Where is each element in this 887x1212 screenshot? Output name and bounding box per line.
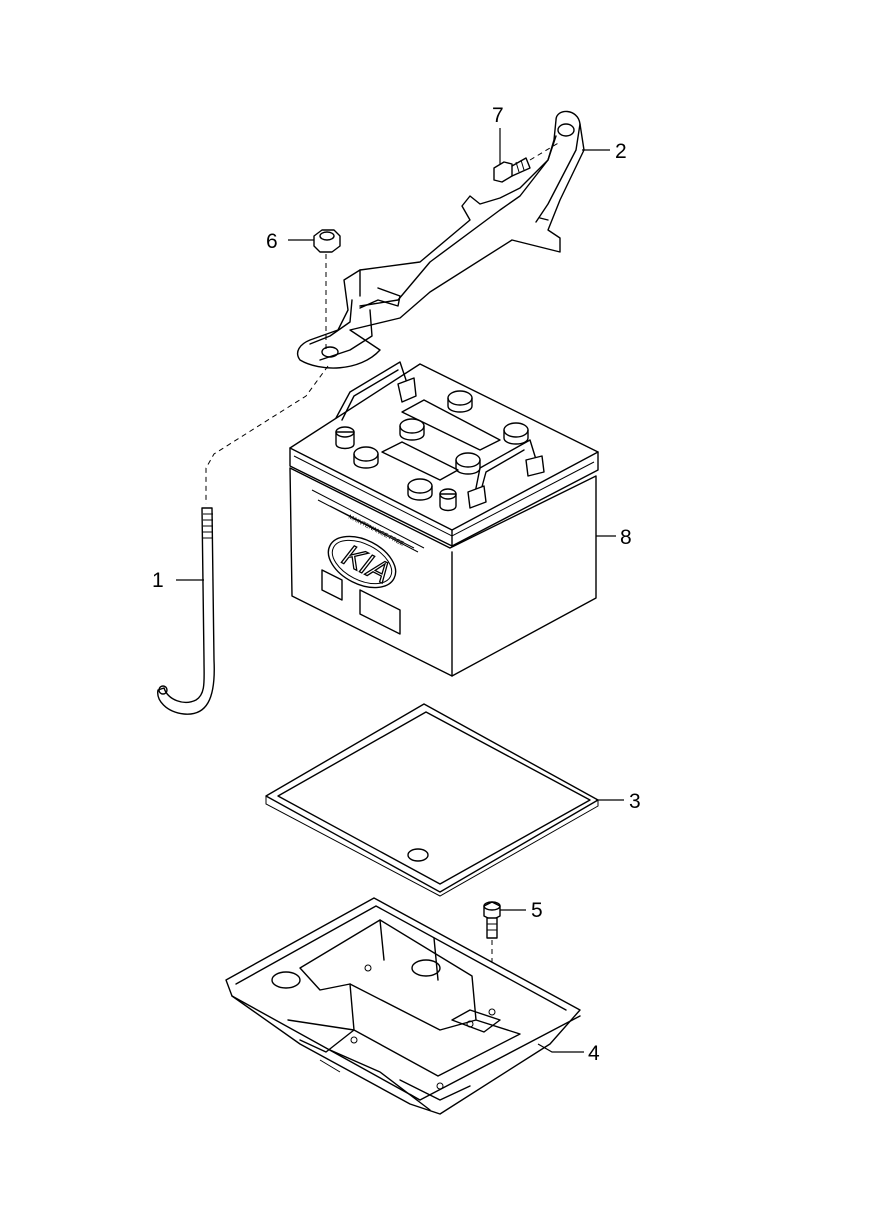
hook-bolt (157, 365, 329, 715)
callout-4: 4 (588, 1042, 600, 1065)
callout-1: 1 (152, 569, 164, 592)
callout-6: 6 (266, 230, 278, 253)
clamp-bracket (296, 110, 585, 369)
callout-3: 3 (629, 790, 641, 813)
callout-7: 7 (492, 104, 504, 127)
callout-8: 8 (620, 526, 632, 549)
battery-tray (225, 897, 581, 1115)
leader-4 (537, 1043, 584, 1053)
clamp-bolt (493, 141, 561, 183)
battery: MAINTENANCE FREE KIA (289, 361, 599, 677)
callout-5: 5 (531, 899, 543, 922)
callout-2: 2 (615, 140, 627, 163)
nut (313, 229, 341, 352)
battery-tray-insulator (265, 703, 599, 897)
callouts: 1 2 3 4 5 6 7 8 (152, 104, 641, 1065)
